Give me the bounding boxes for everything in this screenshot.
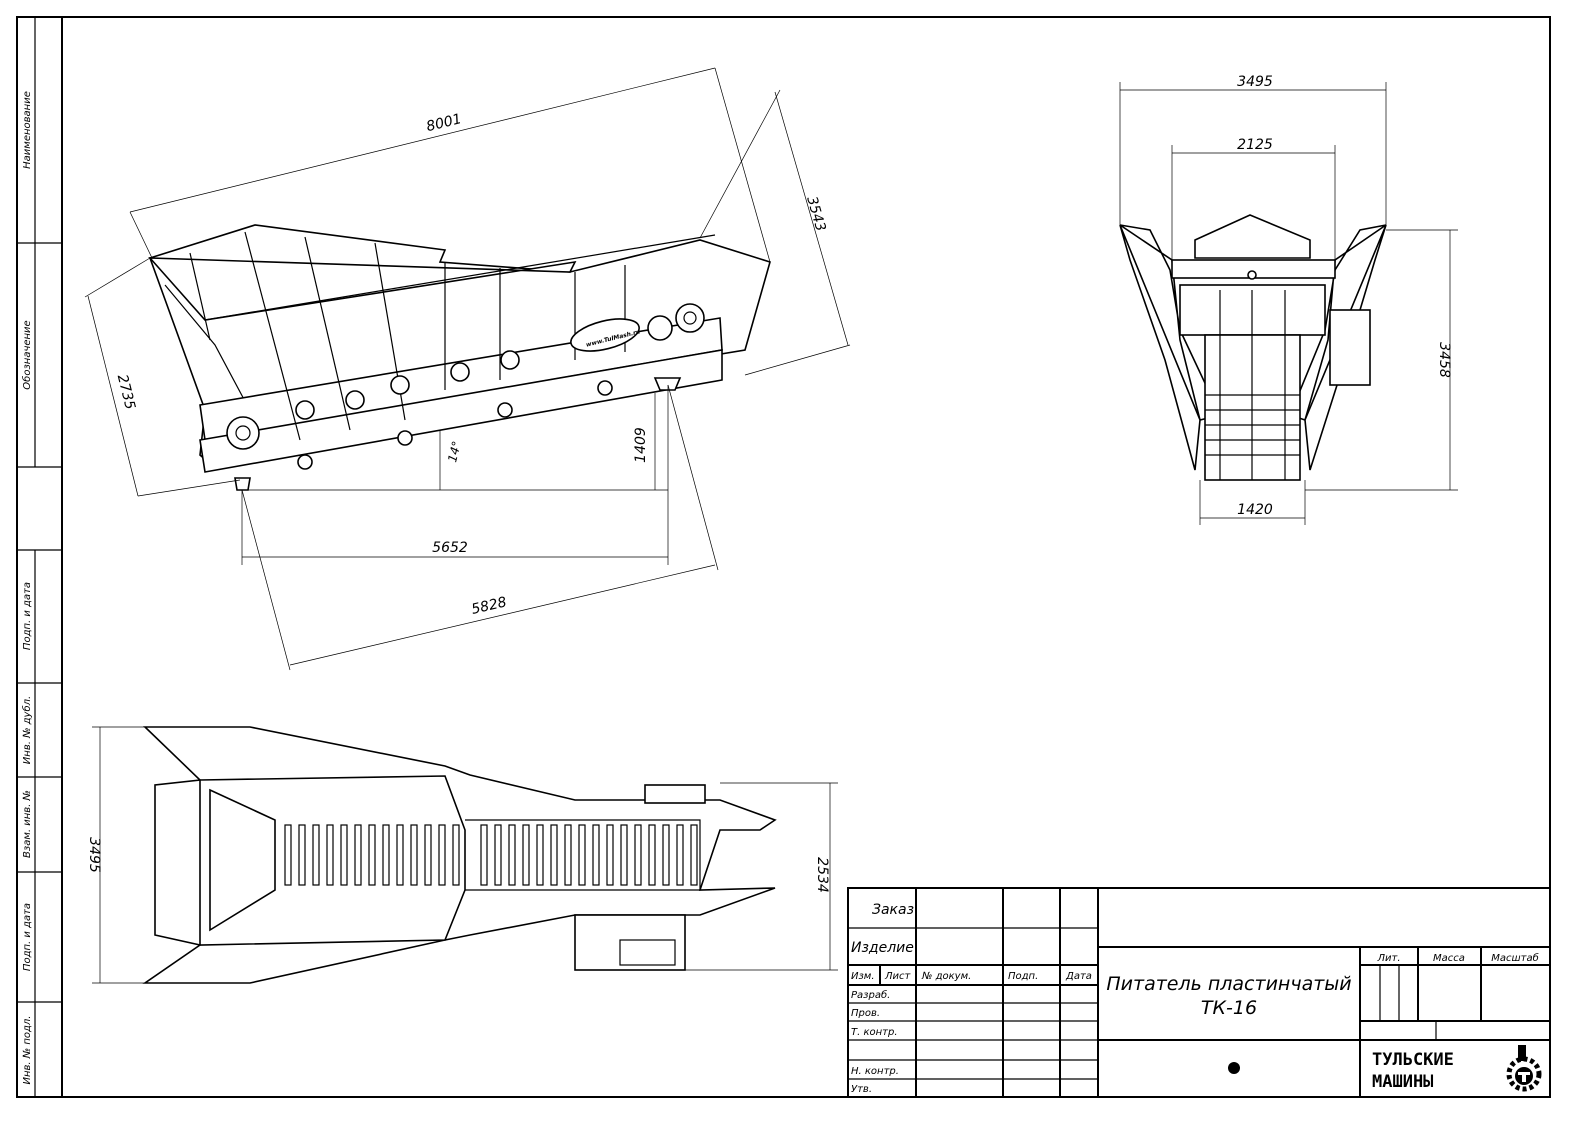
drawing-title: Питатель пластинчатый	[1106, 973, 1351, 995]
side-view: www.TulMash.ru 8001 3543 2735	[84, 67, 851, 671]
conveyor-slat	[424, 824, 432, 886]
row-norm-control: Н. контр.	[851, 1066, 899, 1077]
conveyor-slat	[620, 824, 628, 886]
margin-label-sign-date: Подп. и дата	[22, 582, 33, 650]
drawing-frame	[16, 16, 1551, 1098]
company-name-line1: ТУЛЬСКИЕ	[1372, 1050, 1454, 1070]
margin-label-replace-inv: Взам. инв. №	[22, 790, 33, 858]
conveyor-slat	[368, 824, 376, 886]
drive-unit	[574, 914, 686, 971]
conveyor-slat	[396, 824, 404, 886]
margin-label-inv-dup: Инв. № дубл.	[21, 696, 33, 764]
col-mass: Масса	[1433, 953, 1465, 964]
conveyor-slat	[410, 824, 418, 886]
row-developed: Разраб.	[851, 989, 890, 1001]
dim-width-inner: 2125	[1237, 137, 1273, 153]
conveyor-slat	[606, 824, 614, 886]
conveyor-slat	[634, 824, 642, 886]
col-sheet: Лист	[884, 971, 912, 982]
margin-labels: Наименование Обозначение Подп. и дата Ин…	[21, 91, 33, 1084]
conveyor-slat	[494, 824, 502, 886]
company-gear-logo	[1506, 1045, 1542, 1092]
support-foot	[234, 477, 251, 491]
dim-height: 3458	[1436, 342, 1452, 378]
label-product: Изделие	[851, 940, 914, 956]
front-view: 3495 2125 3458 1420	[1119, 74, 1458, 525]
title-block: Заказ Изделие Изм. Лист № докум. Подп. Д…	[847, 887, 1551, 1098]
conveyor-slat	[508, 824, 516, 886]
top-view: 3495 2534	[86, 726, 838, 984]
conveyor-slat	[648, 824, 656, 886]
conveyor-slat	[690, 824, 698, 886]
col-scale: Масштаб	[1491, 952, 1539, 964]
sprockets	[226, 303, 705, 470]
conveyor-slat	[284, 824, 292, 886]
label-order: Заказ	[872, 902, 914, 918]
dim-top-width-rear: 2534	[814, 857, 830, 893]
dimensions-top: 3495 2534	[86, 726, 838, 984]
conveyor-slats	[284, 824, 698, 886]
dim-top-width: 3495	[86, 837, 102, 873]
conveyor-slat	[382, 824, 390, 886]
dim-base-width: 1420	[1237, 502, 1273, 518]
conveyor-slat	[662, 824, 670, 886]
dim-height-front: 2735	[114, 373, 138, 412]
conveyor-slat	[438, 824, 446, 886]
dimensions-side: 8001 3543 2735 1409 14° 5652 5828	[84, 67, 851, 671]
conveyor-slat	[452, 824, 460, 886]
col-doc: № докум.	[921, 971, 971, 982]
company-name-line2: МАШИНЫ	[1372, 1072, 1433, 1092]
conveyor-slat	[592, 824, 600, 886]
conveyor-slat	[564, 824, 572, 886]
conveyor-slat	[578, 824, 586, 886]
conveyor-slat	[480, 824, 488, 886]
dim-angle: 14°	[445, 440, 464, 464]
dim-support-height: 1409	[633, 427, 649, 463]
dim-incline: 5828	[470, 594, 508, 618]
margin-label-sign-date-2: Подп. и дата	[22, 903, 33, 971]
drive-cover	[570, 318, 640, 352]
col-sign: Подп.	[1008, 971, 1038, 982]
col-date: Дата	[1065, 971, 1092, 982]
margin-label-name: Наименование	[22, 91, 33, 169]
dim-base: 5652	[432, 540, 468, 556]
drive-motor	[1329, 309, 1371, 386]
margin-label-designation: Обозначение	[21, 320, 33, 389]
row-checked: Пров.	[851, 1008, 880, 1019]
conveyor-slat	[326, 824, 334, 886]
conveyor-slat	[312, 824, 320, 886]
drawing-model: ТК-16	[1201, 997, 1257, 1019]
conveyor-slat	[354, 824, 362, 886]
conveyor-slat	[298, 824, 306, 886]
row-approved: Утв.	[851, 1084, 872, 1095]
bullet-mark	[1228, 1062, 1240, 1074]
margin-label-inv-orig: Инв. № подл.	[22, 1016, 33, 1085]
row-tech-control: Т. контр.	[851, 1027, 898, 1038]
front-chain-steps	[1205, 290, 1300, 480]
conveyor-slat	[340, 824, 348, 886]
dimensions-front: 3495 2125 3458 1420	[1119, 74, 1458, 525]
col-lit: Лит.	[1376, 953, 1400, 964]
conveyor-slat	[550, 824, 558, 886]
conveyor-slat	[536, 824, 544, 886]
dim-height-rear: 3543	[803, 195, 828, 234]
support-foot	[653, 377, 682, 391]
conveyor-slat	[676, 824, 684, 886]
col-change: Изм.	[851, 971, 875, 982]
dim-width-total: 3495	[1237, 74, 1273, 90]
conveyor-slat	[522, 824, 530, 886]
